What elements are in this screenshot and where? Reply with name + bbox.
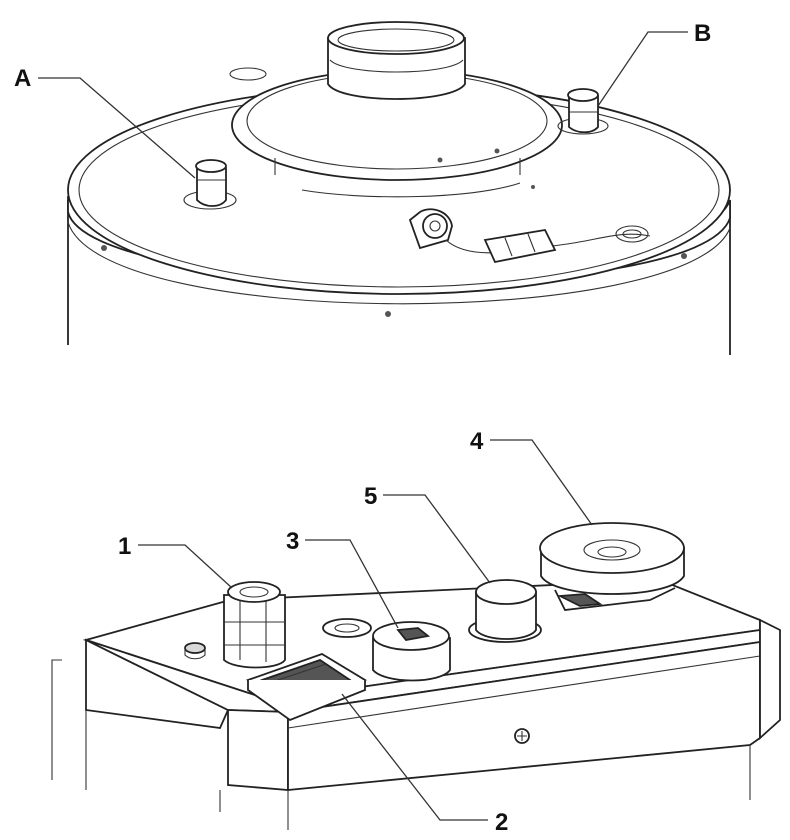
front-screw-slot xyxy=(517,731,527,741)
cable-coil-inner xyxy=(622,229,642,239)
fitting-a-top xyxy=(195,159,227,173)
base-screw xyxy=(531,185,535,189)
connector-detail xyxy=(504,233,536,257)
rim-screw xyxy=(681,253,687,259)
fitting-b-pipe xyxy=(568,95,599,134)
leader-1 xyxy=(138,544,233,589)
label-b: B xyxy=(694,20,711,47)
label-4: 4 xyxy=(470,428,484,455)
base-screw xyxy=(437,157,443,163)
box-right-end xyxy=(759,618,781,741)
sensor-cable xyxy=(445,233,651,254)
cable-gland-top xyxy=(227,581,281,603)
flue-collar-bead xyxy=(329,59,464,73)
cable-gland-body xyxy=(223,594,286,669)
flue-base-skirt xyxy=(301,182,521,198)
reset-button-logo xyxy=(396,627,431,641)
valve-knob-center xyxy=(597,546,627,558)
fitting-b-top xyxy=(567,88,599,102)
rim-screw xyxy=(101,245,107,251)
lid-boss xyxy=(229,67,267,81)
cable-coil xyxy=(615,225,649,243)
leader-a xyxy=(38,77,196,179)
valve-knob-top xyxy=(539,522,685,574)
leader-3 xyxy=(305,539,399,629)
leader-2 xyxy=(341,693,488,821)
washer-ring xyxy=(322,618,372,638)
rim-screw xyxy=(385,311,391,317)
lid-rim-lower-edge xyxy=(67,221,731,305)
box-corner-face xyxy=(227,709,289,791)
base-screw xyxy=(494,148,500,154)
leader-5 xyxy=(383,494,491,584)
label-1: 1 xyxy=(118,533,131,560)
label-3: 3 xyxy=(286,528,299,555)
indicator-cap xyxy=(475,591,537,640)
thermal-switch-center xyxy=(429,220,441,232)
tank-left-edge xyxy=(51,659,62,780)
leader-4 xyxy=(490,439,593,526)
heater-top-view: A B xyxy=(14,20,731,355)
valve-mount-shadow xyxy=(556,593,603,607)
box-front-groove xyxy=(287,655,761,729)
ground-nut-side xyxy=(184,648,206,660)
label-a: A xyxy=(14,65,31,92)
valve-knob-ring xyxy=(583,539,641,561)
cable-connector xyxy=(483,229,557,264)
indicator-cap-top xyxy=(475,579,537,605)
thermal-switch xyxy=(422,213,448,239)
rocker-bezel-side xyxy=(247,680,366,722)
ground-nut xyxy=(184,642,206,654)
flue-collar-top xyxy=(327,21,465,55)
control-box-view: 1 2 3 4 5 xyxy=(51,428,781,836)
leader-b xyxy=(597,31,688,107)
box-front-face xyxy=(287,640,761,791)
flue-collar-opening xyxy=(337,28,455,52)
washer-ring-inner xyxy=(334,623,360,633)
label-5: 5 xyxy=(364,483,377,510)
cable-gland-opening xyxy=(239,586,269,598)
label-2: 2 xyxy=(495,809,508,836)
flue-base-legs xyxy=(274,158,521,175)
rocker-highlight xyxy=(271,663,327,683)
flue-collar xyxy=(327,37,466,100)
fitting-a-pipe xyxy=(196,167,227,207)
